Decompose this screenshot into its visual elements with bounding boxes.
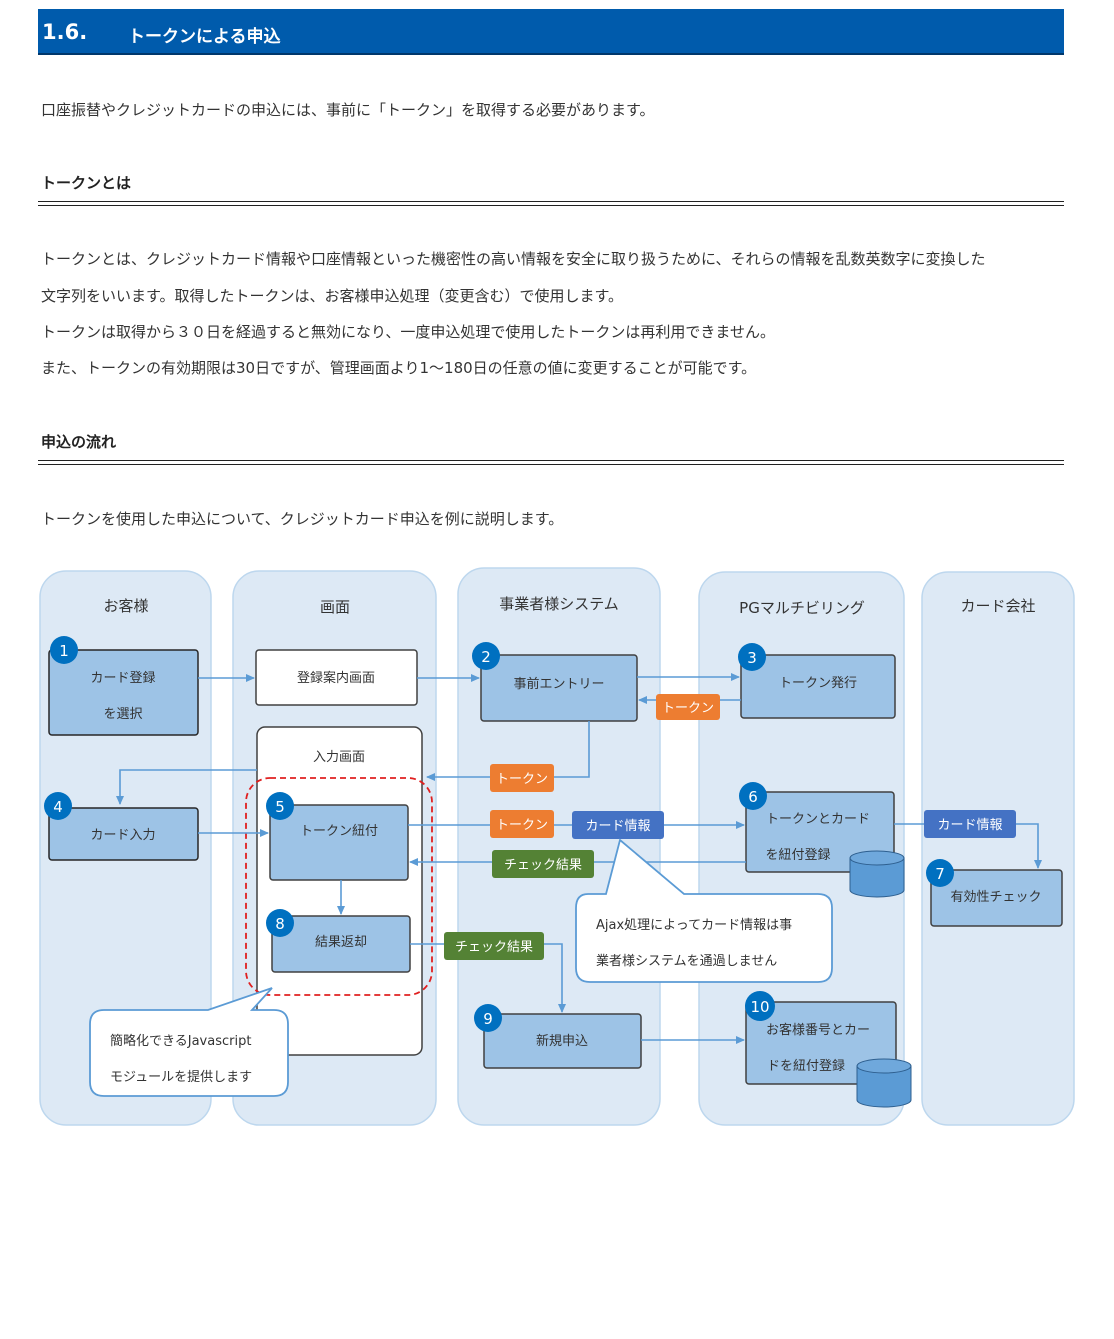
- check-result-tag: [492, 850, 594, 878]
- step-badge: [266, 792, 294, 820]
- token-tag: [490, 810, 554, 838]
- step-number: 5: [275, 798, 285, 816]
- section-number: 1.6.: [42, 20, 88, 44]
- step-badge: [50, 636, 78, 664]
- token-paragraph-line: トークンとは、クレジットカード情報や口座情報といった機密性の高い情報を安全に取り…: [41, 250, 986, 268]
- token-tag-label: トークン: [662, 701, 714, 716]
- input-screen-frame: [256, 726, 423, 1056]
- input-screen-label: 入力画面: [313, 750, 365, 765]
- check-result-tag-label: チェック結果: [455, 940, 533, 955]
- step-badge: [472, 642, 500, 670]
- step-badge: [739, 782, 767, 810]
- check-result-tag-label: チェック結果: [504, 858, 582, 873]
- step5-box: [269, 804, 409, 881]
- intro-text: 口座振替やクレジットカードの申込には、事前に「トークン」を取得する必要があります…: [41, 101, 655, 119]
- ajax-callout-text: 業者様システムを通過しません: [596, 953, 777, 969]
- database-icon: [856, 1058, 912, 1108]
- step9-label: 新規申込: [536, 1033, 588, 1049]
- step-number: 2: [481, 648, 491, 666]
- lane-title: カード会社: [960, 597, 1035, 615]
- js-callout-text: 簡略化できるJavascript: [110, 1033, 251, 1049]
- section-header: 1.6. トークンによる申込: [38, 9, 1064, 55]
- step-number: 8: [275, 915, 285, 933]
- token-paragraph-line: また、トークンの有効期限は30日ですが、管理画面より1～180日の任意の値に変更…: [41, 359, 757, 377]
- flow-arrow: [426, 721, 590, 781]
- step-number: 7: [935, 865, 945, 883]
- step-badge: [266, 909, 294, 937]
- token-paragraph-line: 文字列をいいます。取得したトークンは、お客様申込処理（変更含む）で使用します。: [41, 287, 624, 305]
- step10-label: ドを紐付登録: [767, 1059, 845, 1074]
- token-tag-label: トークン: [496, 818, 548, 833]
- step7-box: [930, 869, 1063, 927]
- step1-label: を選択: [103, 707, 142, 722]
- step-number: 6: [748, 788, 758, 806]
- step4-box: [48, 807, 199, 861]
- lane-title: PGマルチビリング: [739, 599, 865, 617]
- token-paragraph-line: トークンは取得から３０日を経過すると無効になり、一度申込処理で使用したトークンは…: [41, 323, 775, 341]
- lane-card-company: [921, 571, 1075, 1126]
- lane-title: 画面: [320, 598, 350, 616]
- check-result-tag: [444, 932, 544, 960]
- ajax-callout-text: Ajax処理によってカード情報は事: [596, 918, 792, 933]
- lane-title: 事業者様システム: [499, 595, 619, 613]
- lane-title: お客様: [103, 597, 148, 615]
- token-tag: [656, 694, 720, 720]
- step7-label: 有効性チェック: [950, 890, 1041, 905]
- heading-divider: [38, 201, 1064, 206]
- step-badge: [474, 1004, 502, 1032]
- step-number: 4: [53, 798, 63, 816]
- step2-label: 事前エントリー: [513, 676, 604, 692]
- step4-label: カード入力: [90, 828, 155, 843]
- js-module-highlight: [245, 777, 433, 996]
- step1-label: カード登録: [90, 671, 155, 686]
- flow-text: トークンを使用した申込について、クレジットカード申込を例に説明します。: [41, 510, 564, 528]
- step-badge: [44, 792, 72, 820]
- registration-screen-label: 登録案内画面: [297, 670, 375, 686]
- step10-label: お客様番号とカー: [766, 1022, 870, 1038]
- heading-divider: [38, 460, 1064, 465]
- step-badge: [926, 859, 954, 887]
- step-number: 10: [750, 998, 769, 1016]
- step6-label: トークンとカード: [766, 812, 870, 827]
- card-info-tag-label: カード情報: [585, 819, 650, 834]
- step-badge: [738, 643, 766, 671]
- card-info-tag: [572, 811, 664, 839]
- step-badge: [745, 991, 775, 1021]
- js-callout-text: モジュールを提供します: [110, 1069, 252, 1085]
- card-info-tag-label: カード情報: [937, 818, 1002, 833]
- step3-box: [740, 654, 896, 719]
- token-tag-label: トークン: [496, 772, 548, 787]
- step-number: 3: [747, 649, 757, 667]
- step-number-badges: 1 2 3 4 5 6 7 8 9 10: [44, 636, 954, 1032]
- step-number: 9: [483, 1010, 493, 1028]
- js-module-callout: [89, 987, 289, 1097]
- flow-heading: 申込の流れ: [41, 433, 117, 451]
- flow-arrow: [116, 769, 257, 805]
- step1-box: [48, 649, 199, 736]
- step6-box: [745, 791, 895, 873]
- step9-box: [483, 1013, 642, 1069]
- step6-label: を紐付登録: [765, 848, 830, 863]
- step8-label: 結果返却: [315, 935, 367, 950]
- step2-box: [480, 654, 638, 722]
- section-title: トークンによる申込: [128, 27, 281, 47]
- token-heading: トークンとは: [41, 174, 132, 192]
- card-info-tag: [924, 810, 1016, 838]
- token-tag: [490, 764, 554, 792]
- step3-label: トークン発行: [779, 676, 857, 691]
- database-icon: [849, 850, 905, 898]
- step-number: 1: [59, 642, 69, 660]
- ajax-callout: [575, 838, 833, 983]
- step5-label: トークン紐付: [300, 824, 378, 839]
